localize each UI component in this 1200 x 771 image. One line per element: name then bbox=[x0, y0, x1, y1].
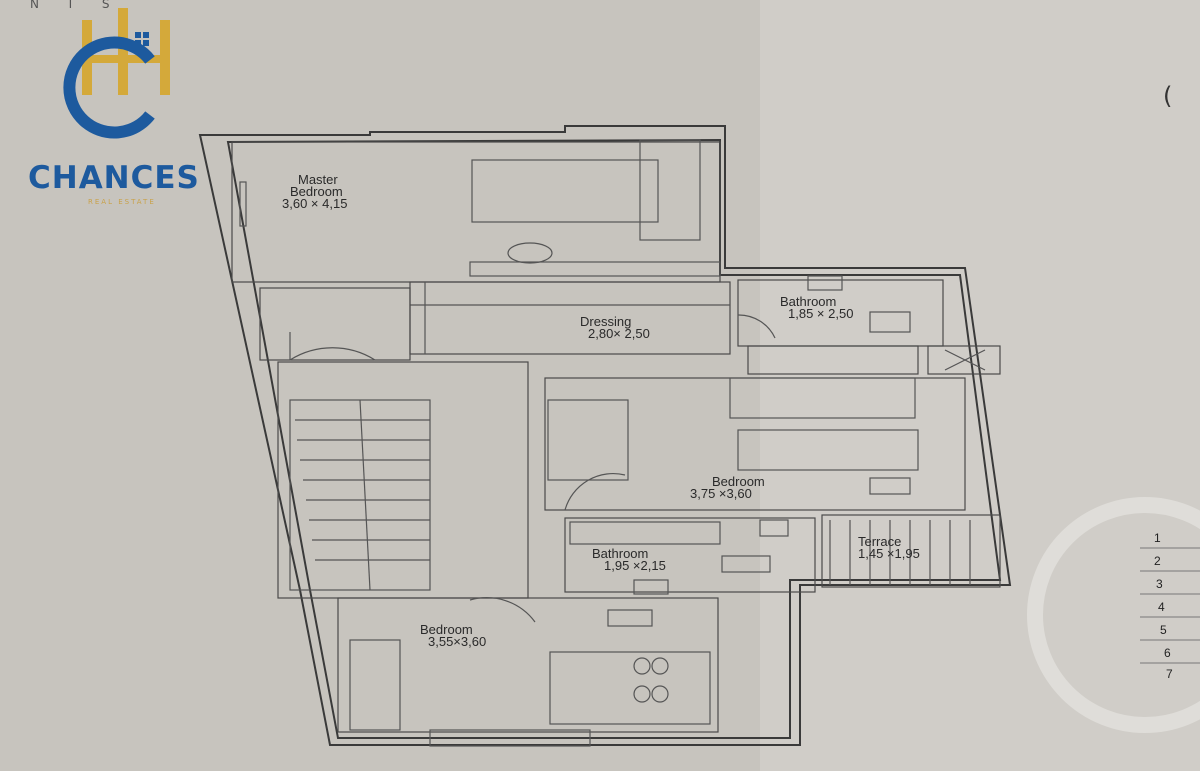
bedroom-bottom-balcony-rail bbox=[429, 729, 591, 747]
shaft-box bbox=[927, 345, 1001, 375]
shaft bbox=[747, 345, 1001, 375]
dressing-dims: 2,80× 2,50 bbox=[588, 326, 650, 341]
bathroom-mid-dims: 1,95 ×2,15 bbox=[604, 558, 666, 573]
master-sill bbox=[469, 261, 721, 277]
paper-light-area bbox=[760, 0, 1200, 771]
outer-wall-shell bbox=[198, 125, 1012, 746]
bedroom-bottom-pillow-3 bbox=[633, 685, 651, 703]
logo-bar-mid bbox=[118, 8, 128, 95]
bedroom-bottom-pillow-4 bbox=[651, 685, 669, 703]
bathroom-mid-walls bbox=[564, 517, 816, 593]
index-item-3: 3 bbox=[1156, 577, 1163, 591]
master-wardrobe bbox=[639, 139, 701, 241]
edge-mark: ( bbox=[1163, 82, 1172, 110]
shaft-walls bbox=[747, 345, 919, 375]
terrace: Terrace 1,45 ×1,95 bbox=[821, 514, 1001, 588]
bedroom-bottom-bed bbox=[549, 651, 711, 725]
bathroom-mid-cabinet bbox=[759, 519, 789, 537]
bathroom-mid-tub bbox=[569, 521, 721, 545]
logo-c-arc bbox=[63, 36, 155, 139]
bedroom-bottom: Bedroom 3,55×3,60 bbox=[337, 597, 719, 747]
logo-window-icon bbox=[135, 32, 141, 38]
bedroom-bottom-door bbox=[469, 597, 536, 623]
bedroom-bottom-walls bbox=[337, 597, 719, 733]
landing bbox=[259, 287, 411, 361]
logo-crossbar bbox=[92, 55, 118, 63]
bathroom-top-door bbox=[737, 314, 776, 339]
bedroom-mid-door bbox=[564, 472, 626, 511]
terrace-walls bbox=[821, 514, 1001, 588]
bedroom-mid-dims: 3,75 ×3,60 bbox=[690, 486, 752, 501]
index-item-2: 2 bbox=[1154, 554, 1161, 568]
bathroom-top-sink bbox=[869, 311, 911, 333]
scale-note: N T S bbox=[30, 0, 122, 11]
bedroom-mid-bed-1 bbox=[729, 377, 916, 419]
master-bedroom-dims: 3,60 × 4,15 bbox=[282, 196, 347, 211]
terrace-dims: 1,45 ×1,95 bbox=[858, 546, 920, 561]
side-index-list: 1 2 3 4 5 6 7 bbox=[1140, 531, 1200, 681]
logo-window-icon-2 bbox=[143, 32, 149, 38]
index-item-6: 6 bbox=[1164, 646, 1171, 660]
landing-door-swing bbox=[289, 347, 376, 361]
bathroom-top-dims: 1,85 × 2,50 bbox=[788, 306, 853, 321]
bathroom-mid-sink bbox=[721, 555, 771, 573]
master-bed bbox=[471, 159, 659, 223]
bathroom-top-toilet bbox=[807, 275, 843, 291]
logo-tagline: REAL ESTATE bbox=[88, 198, 156, 206]
index-item-7: 7 bbox=[1166, 667, 1173, 681]
index-item-1: 1 bbox=[1154, 531, 1161, 545]
landing-walls bbox=[259, 287, 411, 361]
bedroom-mid-bed-2 bbox=[737, 429, 919, 471]
bedroom-bottom-wardrobe bbox=[349, 639, 401, 731]
logo-window-icon-4 bbox=[143, 40, 149, 46]
logo-wordmark: CHANCES bbox=[28, 160, 200, 196]
shaft-cross-b bbox=[944, 349, 986, 371]
bathroom-mid-toilet bbox=[633, 579, 669, 595]
bedroom-bottom-dims: 3,55×3,60 bbox=[428, 634, 486, 649]
bathroom-top-label: Bathroom bbox=[780, 294, 836, 309]
chances-logo: CHANCES REAL ESTATE bbox=[28, 8, 200, 206]
dressing-room: Dressing 2,80× 2,50 bbox=[409, 281, 731, 355]
bathroom-mid: Bathroom 1,95 ×2,15 bbox=[564, 517, 816, 595]
bedroom-mid-label: Bedroom bbox=[712, 474, 765, 489]
stair-divider bbox=[359, 399, 371, 591]
master-window bbox=[239, 181, 247, 227]
master-bedroom-label-2: Bedroom bbox=[290, 184, 343, 199]
bedroom-bottom-label: Bedroom bbox=[420, 622, 473, 637]
master-rug bbox=[507, 242, 553, 264]
index-item-5: 5 bbox=[1160, 623, 1167, 637]
bedroom-bottom-desk bbox=[607, 609, 653, 627]
bedroom-mid: Bedroom 3,75 ×3,60 bbox=[544, 377, 966, 511]
bedroom-mid-desk bbox=[869, 477, 911, 495]
logo-bar-right bbox=[160, 20, 170, 95]
watermark-ring bbox=[1027, 497, 1200, 733]
index-item-4: 4 bbox=[1158, 600, 1165, 614]
terrace-label: Terrace bbox=[858, 534, 901, 549]
bedroom-bottom-pillow-1 bbox=[633, 657, 651, 675]
bathroom-mid-label: Bathroom bbox=[592, 546, 648, 561]
dressing-label: Dressing bbox=[580, 314, 631, 329]
bedroom-bottom-pillow-2 bbox=[651, 657, 669, 675]
master-bedroom-label-1: Master bbox=[298, 172, 338, 187]
